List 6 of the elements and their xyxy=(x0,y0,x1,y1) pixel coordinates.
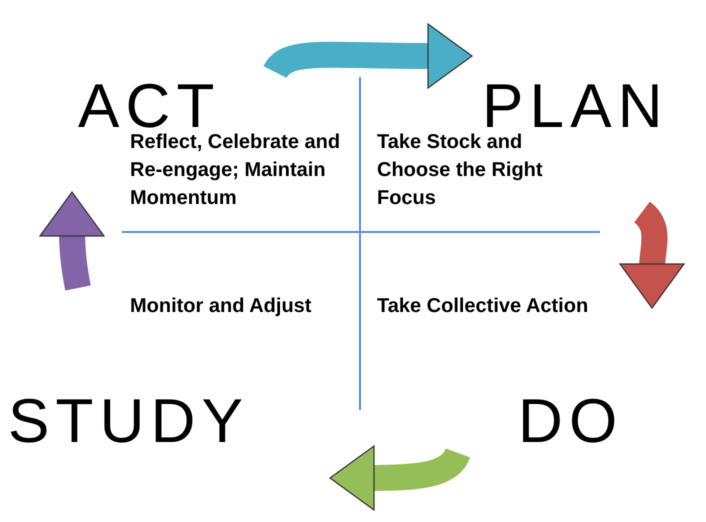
phase-heading: STUDY xyxy=(8,391,250,453)
phase-description: Monitor and Adjust xyxy=(130,294,312,319)
phase-heading: DO xyxy=(518,391,624,453)
phase-description: Take Collective Action xyxy=(377,294,590,319)
curved-arrow xyxy=(39,191,105,290)
curved-arrow xyxy=(619,202,685,309)
